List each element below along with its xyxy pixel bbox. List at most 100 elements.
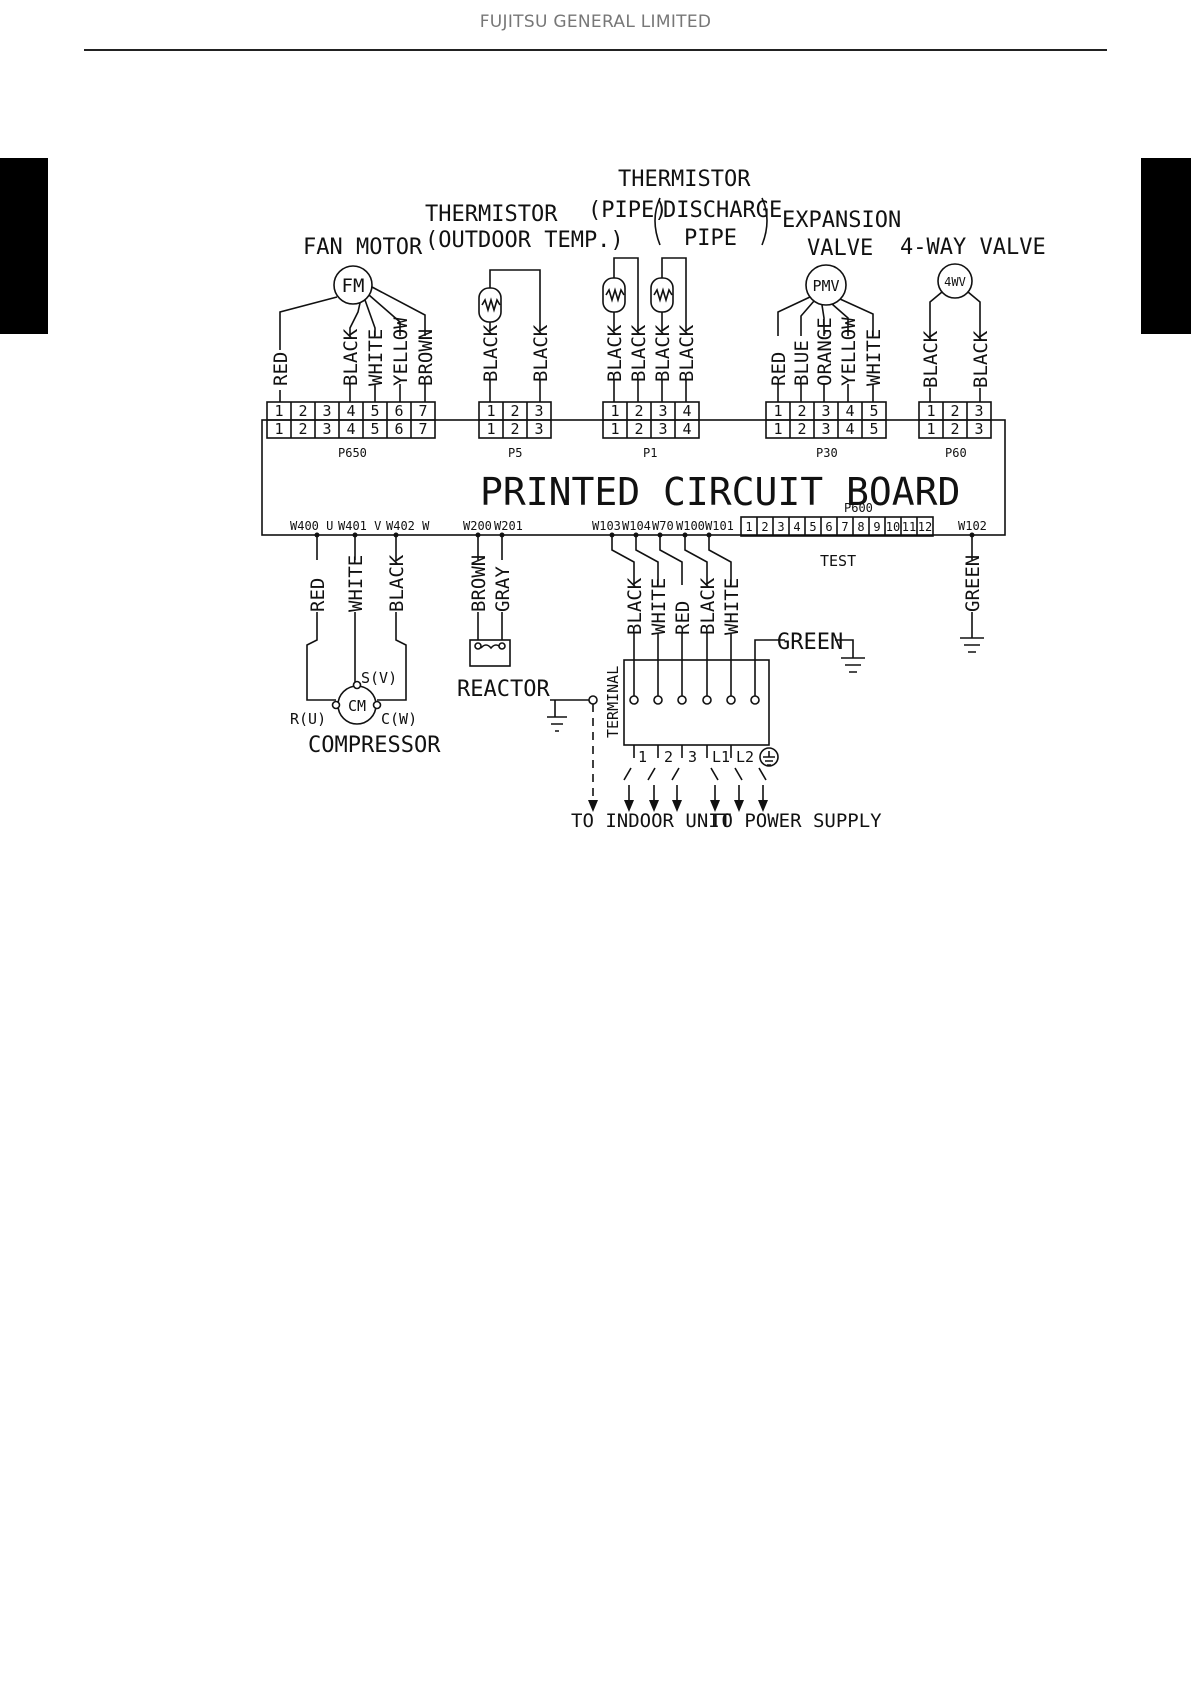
terminal-wire-5: WHITE	[721, 578, 743, 635]
w401-label: W401 V	[338, 519, 381, 533]
terminal-wire-3: RED	[672, 601, 694, 635]
compressor-r-label: R(U)	[290, 710, 326, 728]
w200-label: W200	[463, 519, 492, 533]
to-power-supply-label: TO POWER SUPPLY	[710, 810, 882, 832]
p30-wire-3: ORANGE	[814, 317, 836, 386]
svg-text:9: 9	[873, 520, 880, 534]
reactor-wire-gray: GRAY	[492, 566, 514, 612]
svg-text:3: 3	[974, 420, 983, 438]
p30-wire-2: BLUE	[791, 340, 813, 386]
terminal-wire-1: BLACK	[624, 577, 646, 635]
svg-text:10: 10	[886, 520, 900, 534]
page-header: FUJITSU GENERAL LIMITED	[0, 0, 1191, 60]
compressor-wire-red: RED	[307, 578, 329, 612]
to-indoor-unit-label: TO INDOOR UNIT	[571, 810, 731, 832]
svg-text:5: 5	[370, 420, 379, 438]
p1-wire-4: BLACK	[676, 324, 698, 382]
p30-name: P30	[816, 446, 838, 460]
svg-text:7: 7	[418, 420, 427, 438]
p60-name: P60	[945, 446, 967, 460]
svg-text:3: 3	[534, 420, 543, 438]
thermistor-discharge-pipe: PIPE	[684, 226, 737, 251]
svg-text:1: 1	[274, 402, 283, 420]
svg-text:1: 1	[486, 402, 495, 420]
svg-text:3: 3	[777, 520, 784, 534]
svg-text:2: 2	[761, 520, 768, 534]
svg-text:3: 3	[534, 402, 543, 420]
svg-text:4: 4	[682, 402, 691, 420]
svg-text:4: 4	[682, 420, 691, 438]
w402-label: W402 W	[386, 519, 430, 533]
p650-wire-2: BLACK	[340, 328, 362, 386]
terminal-num-l2: L2	[736, 748, 754, 766]
svg-text:3: 3	[322, 420, 331, 438]
thermistor-outdoor-sub: (OUTDOOR TEMP.)	[425, 228, 624, 253]
svg-text:11: 11	[902, 520, 916, 534]
test-label: TEST	[820, 552, 856, 570]
terminal-label: TERMINAL	[604, 666, 622, 738]
w102-label: W102	[958, 519, 987, 533]
fan-motor-symbol-text: FM	[342, 275, 365, 297]
expansion-valve-label: EXPANSION	[782, 208, 901, 233]
compressor-wire-white: WHITE	[345, 555, 367, 612]
terminal-wire-4: BLACK	[697, 577, 719, 635]
p600-name: P600	[844, 501, 873, 515]
compressor-symbol-text: CM	[348, 697, 366, 715]
svg-text:4: 4	[346, 402, 355, 420]
svg-text:6: 6	[825, 520, 832, 534]
svg-text:4: 4	[845, 420, 854, 438]
svg-text:7: 7	[418, 402, 427, 420]
svg-text:1: 1	[486, 420, 495, 438]
w400-label: W400 U	[290, 519, 333, 533]
p650-name: P650	[338, 446, 367, 460]
svg-text:7: 7	[841, 520, 848, 534]
svg-text:1: 1	[610, 420, 619, 438]
p30-wire-4: YELLOW	[838, 317, 860, 386]
ground-wire-green: GREEN	[962, 555, 984, 612]
w201-label: W201	[494, 519, 523, 533]
svg-text:3: 3	[322, 402, 331, 420]
p60-wire-1: BLACK	[920, 330, 942, 388]
svg-text:6: 6	[394, 420, 403, 438]
header-title: FUJITSU GENERAL LIMITED	[479, 12, 712, 32]
svg-text:4: 4	[793, 520, 800, 534]
w70-label: W70	[652, 519, 674, 533]
p1-wire-1: BLACK	[604, 324, 626, 382]
svg-text:1: 1	[610, 402, 619, 420]
svg-text:4: 4	[845, 402, 854, 420]
svg-text:5: 5	[370, 402, 379, 420]
svg-text:2: 2	[298, 420, 307, 438]
svg-text:6: 6	[394, 402, 403, 420]
compressor-wire-black: BLACK	[386, 554, 408, 612]
p650-wire-4: YELLOW	[390, 317, 412, 386]
svg-text:2: 2	[950, 402, 959, 420]
reactor-wire-brown: BROWN	[468, 555, 490, 612]
svg-text:3: 3	[821, 402, 830, 420]
four-way-valve-symbol-text: 4WV	[944, 275, 966, 289]
thermistor-pipe-label: THERMISTOR	[618, 167, 751, 192]
terminal-num-3: 3	[688, 748, 697, 766]
svg-text:1: 1	[773, 420, 782, 438]
svg-text:2: 2	[634, 402, 643, 420]
svg-text:2: 2	[510, 420, 519, 438]
p5-wire-1: BLACK	[480, 324, 502, 382]
p1-name: P1	[643, 446, 657, 460]
pmv-symbol-text: PMV	[812, 277, 839, 295]
svg-text:3: 3	[658, 420, 667, 438]
p1-wire-3: BLACK	[652, 324, 674, 382]
terminal-num-l1: L1	[712, 748, 730, 766]
p1-wire-2: BLACK	[628, 324, 650, 382]
compressor-s-label: S(V)	[361, 669, 397, 687]
terminal-num-2: 2	[664, 748, 673, 766]
svg-text:2: 2	[634, 420, 643, 438]
p650-wire-3: WHITE	[365, 329, 387, 386]
svg-text:2: 2	[950, 420, 959, 438]
svg-text:4: 4	[346, 420, 355, 438]
svg-text:8: 8	[857, 520, 864, 534]
svg-text:1: 1	[926, 402, 935, 420]
svg-text:3: 3	[658, 402, 667, 420]
svg-text:2: 2	[298, 402, 307, 420]
w104-label: W104	[622, 519, 651, 533]
compressor-label: COMPRESSOR	[308, 733, 441, 758]
